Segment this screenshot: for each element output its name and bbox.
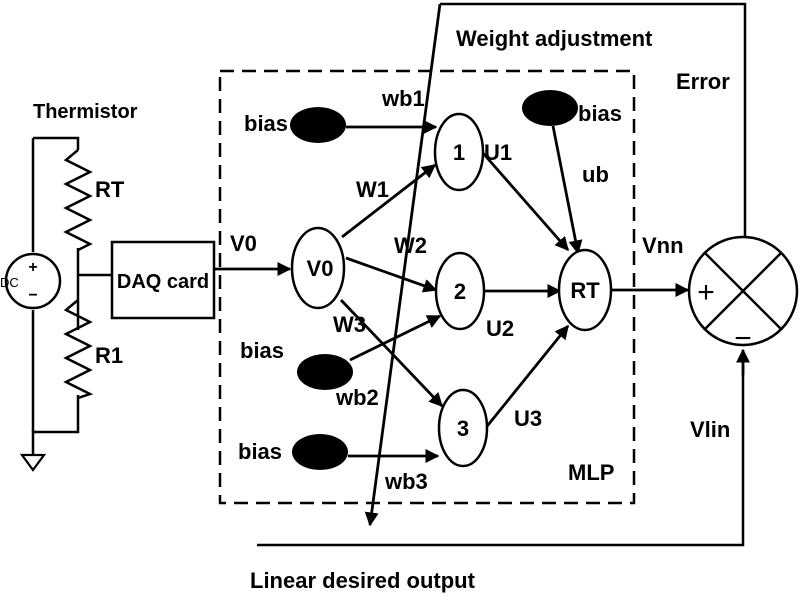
linear-desired-output-label: Linear desired output bbox=[250, 568, 476, 593]
weight-adjustment-label: Weight adjustment bbox=[456, 26, 653, 51]
weight-wb3: wb3 bbox=[384, 469, 428, 494]
hidden-node-1-label: 1 bbox=[453, 140, 465, 165]
source-plus-sign: + bbox=[28, 259, 37, 276]
mlp-boundary bbox=[218, 69, 636, 505]
weight-w2: W2 bbox=[394, 233, 427, 258]
mlp-label: MLP bbox=[568, 460, 614, 485]
output-node-label: RT bbox=[570, 278, 600, 303]
weight-u3: U3 bbox=[514, 406, 542, 431]
weight-u1: U1 bbox=[484, 140, 512, 165]
node3-to-rt bbox=[482, 324, 570, 431]
weight-adjustment-arrow bbox=[364, 3, 442, 527]
r1-resistor-label: R1 bbox=[95, 343, 123, 368]
hidden-node-2-label: 2 bbox=[454, 279, 466, 304]
input-node-label: V0 bbox=[307, 256, 334, 281]
error-comparator: + − Vnn Vlin Error bbox=[642, 69, 799, 442]
weight-wb1: wb1 bbox=[381, 86, 425, 111]
dc-label: DC bbox=[0, 275, 19, 290]
output-node bbox=[557, 248, 613, 332]
error-feedback-line bbox=[440, 2, 747, 237]
desired-output-line bbox=[257, 365, 745, 547]
hidden-node-3 bbox=[437, 388, 489, 468]
v0-to-node3 bbox=[339, 299, 444, 408]
summing-plus: + bbox=[697, 276, 715, 309]
daq-card-block: DAQ card V0 bbox=[110, 231, 292, 320]
ground-symbol bbox=[19, 453, 47, 472]
input-node bbox=[290, 226, 346, 310]
summing-minus: − bbox=[734, 322, 752, 355]
dc-source-symbol bbox=[4, 252, 62, 310]
v0-signal-label: V0 bbox=[230, 231, 257, 256]
error-label: Error bbox=[676, 69, 730, 94]
weight-labels: wb1 W1 W2 W3 wb2 wb3 U1 U2 U3 ub bbox=[333, 86, 609, 494]
bias-label-output: bias bbox=[578, 101, 622, 126]
bias-label-1: bias bbox=[244, 111, 288, 136]
vlin-label: Vlin bbox=[690, 417, 730, 442]
outbias-to-rt bbox=[551, 125, 583, 255]
daq-card-label: DAQ card bbox=[117, 271, 209, 293]
hidden-node-1 bbox=[433, 112, 485, 192]
v0-to-node1 bbox=[341, 163, 437, 239]
thermistor-label: Thermistor bbox=[33, 101, 138, 123]
node1-to-rt bbox=[480, 151, 570, 252]
vnn-label: Vnn bbox=[642, 233, 684, 258]
feedback-paths: Weight adjustment Linear desired output bbox=[250, 2, 750, 593]
summing-junction-cross bbox=[704, 252, 782, 330]
bias-dot-2 bbox=[297, 354, 353, 390]
hidden-node-3-label: 3 bbox=[457, 416, 469, 441]
bias-dot-3 bbox=[292, 434, 348, 470]
v0-to-node2 bbox=[345, 256, 438, 293]
weight-ub: ub bbox=[582, 162, 609, 187]
r1-resistor-zigzag bbox=[63, 299, 94, 400]
rt-resistor-label: RT bbox=[95, 177, 125, 202]
bias-inputs: bias bias bias bias bbox=[238, 90, 622, 470]
weight-u2: U2 bbox=[486, 316, 514, 341]
weight-w1: W1 bbox=[356, 177, 389, 202]
thermistor-circuit: + − DC Thermistor RT R1 bbox=[0, 101, 138, 472]
hidden-node-2 bbox=[434, 251, 486, 331]
rt-resistor-zigzag bbox=[63, 149, 93, 252]
bias-dot-1 bbox=[290, 107, 346, 143]
neurons: V0 1 2 3 RT bbox=[290, 112, 613, 468]
weight-w3: W3 bbox=[333, 312, 366, 337]
source-minus-sign: − bbox=[28, 287, 37, 304]
weight-wb2: wb2 bbox=[335, 385, 379, 410]
bias-label-3: bias bbox=[238, 439, 282, 464]
daq-card-box bbox=[110, 240, 216, 320]
bias-label-2: bias bbox=[240, 338, 284, 363]
bias-dot-output bbox=[522, 90, 578, 126]
